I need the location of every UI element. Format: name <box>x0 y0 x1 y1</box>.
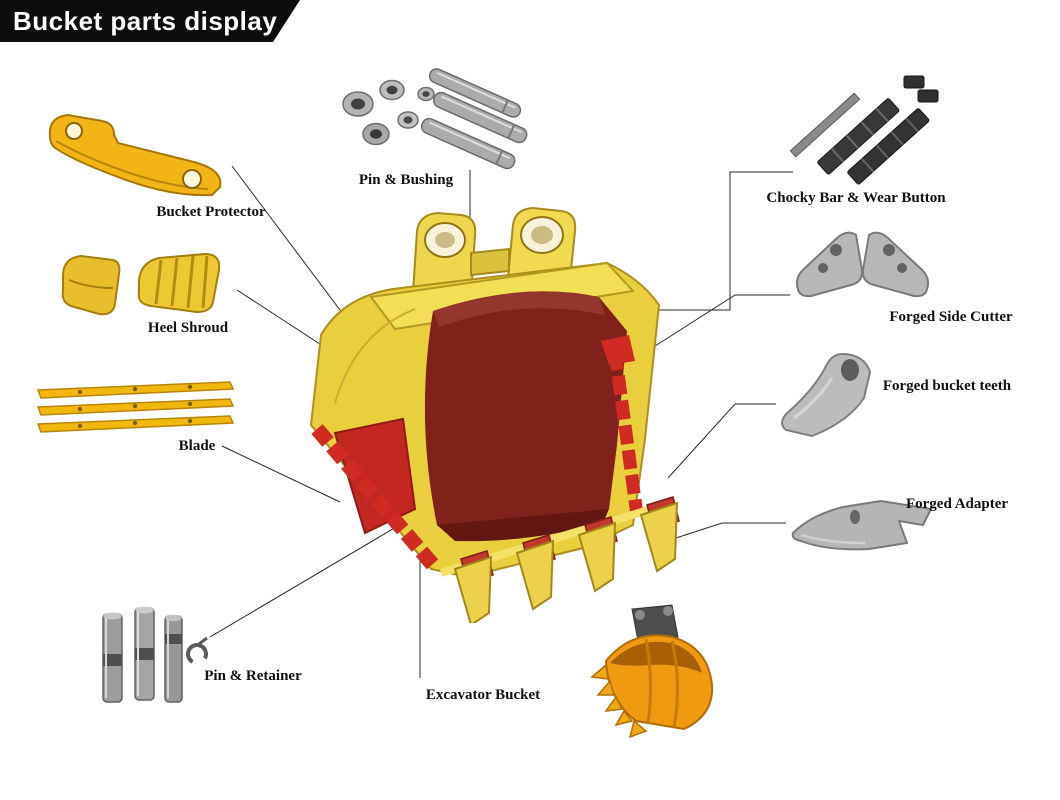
title-banner: Bucket parts display <box>0 0 300 42</box>
pin-bushing-label: Pin & Bushing <box>358 172 454 188</box>
wear-button <box>917 89 939 103</box>
excavator-bucket-illustration <box>309 206 680 623</box>
forged-tooth-illustration <box>781 352 872 438</box>
connector-forged-teeth <box>667 403 776 479</box>
heel-shroud-label: Heel Shroud <box>147 320 229 336</box>
forged-adapter-label: Forged Adapter <box>905 496 1009 512</box>
retainer-ring <box>186 636 208 665</box>
chocky-bar-label: Chocky Bar & Wear Button <box>766 190 946 206</box>
excavator-bucket-label: Excavator Bucket <box>425 687 541 703</box>
connector-side-cutter <box>651 294 790 349</box>
connector-forged-adapter <box>675 522 786 539</box>
pins <box>420 68 528 170</box>
connector-chocky-bar <box>622 171 793 311</box>
forged-teeth-label: Forged bucket teeth <box>882 378 1012 394</box>
forged-adapter-illustration <box>791 499 933 551</box>
pin-retainer-label: Pin & Retainer <box>204 668 302 684</box>
side-cutter-label: Forged Side Cutter <box>889 309 1013 325</box>
mini-excavator-bucket-illustration <box>590 604 714 739</box>
bucket-protector-illustration <box>48 113 222 197</box>
bushings <box>342 79 435 146</box>
wear-button <box>903 75 925 89</box>
blade-label: Blade <box>178 438 216 454</box>
pin-retainer-illustration <box>102 606 208 703</box>
heel-shroud-illustration <box>61 252 221 316</box>
connector-pin-retainer <box>209 519 409 638</box>
pin-bushing-illustration <box>342 68 528 170</box>
bucket-protector-label: Bucket Protector <box>156 204 266 220</box>
connector-blade <box>221 445 341 503</box>
page-title: Bucket parts display <box>13 5 278 36</box>
chocky-bar-illustration <box>789 75 939 185</box>
side-cutter-illustration <box>796 231 929 298</box>
blade-illustration <box>36 381 235 433</box>
